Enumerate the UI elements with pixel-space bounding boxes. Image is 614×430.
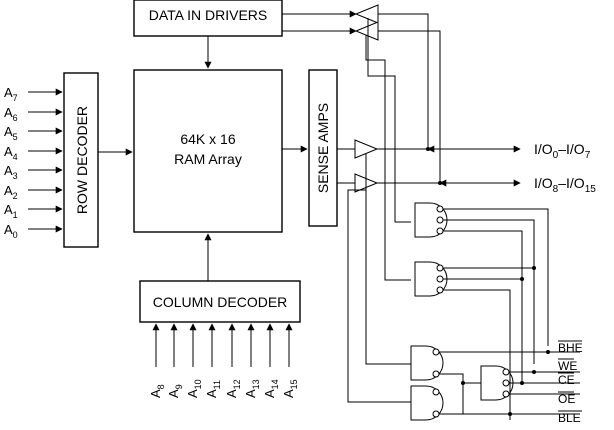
input-buffer-low xyxy=(354,4,379,24)
gate-4 xyxy=(410,385,444,421)
row-address-label: A1 xyxy=(4,202,18,220)
data-in-drivers-block: DATA IN DRIVERS xyxy=(133,0,283,37)
bus-bhe-col xyxy=(443,208,549,346)
row-address-label: A2 xyxy=(4,183,18,201)
enable-wire-3 xyxy=(365,154,411,365)
row-address-label: A3 xyxy=(4,163,18,181)
control-label-we: WE xyxy=(558,359,577,373)
gate-2 xyxy=(414,261,448,297)
gate-1 xyxy=(414,202,448,238)
sense-amps-block: SENSE AMPS xyxy=(308,69,338,227)
sense-amps-label: SENSE AMPS xyxy=(315,103,331,193)
output-buffer-low xyxy=(337,139,428,159)
bus-we-col xyxy=(443,219,535,364)
column-address-label: A15 xyxy=(281,379,299,398)
output-buffer-high xyxy=(337,173,440,193)
column-address-label: A14 xyxy=(262,379,280,398)
input-buffer-high xyxy=(354,21,379,41)
column-address-label: A11 xyxy=(204,380,222,398)
row-address-label: A0 xyxy=(4,222,18,240)
column-decoder-label: COLUMN DECODER xyxy=(153,294,288,310)
enable-wire-2 xyxy=(365,35,411,281)
gate-5 xyxy=(480,365,514,401)
io-low-label: I/O0–I/O7 xyxy=(534,141,591,161)
ram-array-block: 64K x 16 RAM Array xyxy=(133,69,283,233)
row-address-label: A4 xyxy=(4,144,18,162)
row-decoder-block: ROW DECODER xyxy=(63,72,99,248)
ram-array-label: RAM Array xyxy=(174,151,242,167)
gate-3 xyxy=(410,345,444,381)
column-address-label: A9 xyxy=(166,384,184,398)
row-address-label: A7 xyxy=(4,85,18,103)
row-decoder-label: ROW DECODER xyxy=(74,106,90,214)
control-label-ble: BLE xyxy=(558,411,581,425)
ram-size-label: 64K x 16 xyxy=(180,131,235,147)
column-address-label: A8 xyxy=(148,384,166,398)
data-in-drivers-label: DATA IN DRIVERS xyxy=(149,7,268,23)
row-address-label: A6 xyxy=(4,105,18,123)
control-label-ce: CE xyxy=(558,373,575,387)
column-address-label: A12 xyxy=(224,379,242,398)
enable-wire-4 xyxy=(347,188,411,403)
bus-ble-col xyxy=(443,289,511,420)
column-address-label: A13 xyxy=(243,379,261,398)
column-decoder-block: COLUMN DECODER xyxy=(139,280,301,323)
bus-ce-col xyxy=(443,230,523,382)
row-address-label: A5 xyxy=(4,124,18,142)
control-label-bhe: BHE xyxy=(558,341,583,355)
enable-wire-1 xyxy=(367,18,411,223)
column-address-label: A10 xyxy=(185,379,203,398)
io-high-label: I/O8–I/O15 xyxy=(534,175,596,195)
control-label-oe: OE xyxy=(558,392,575,406)
